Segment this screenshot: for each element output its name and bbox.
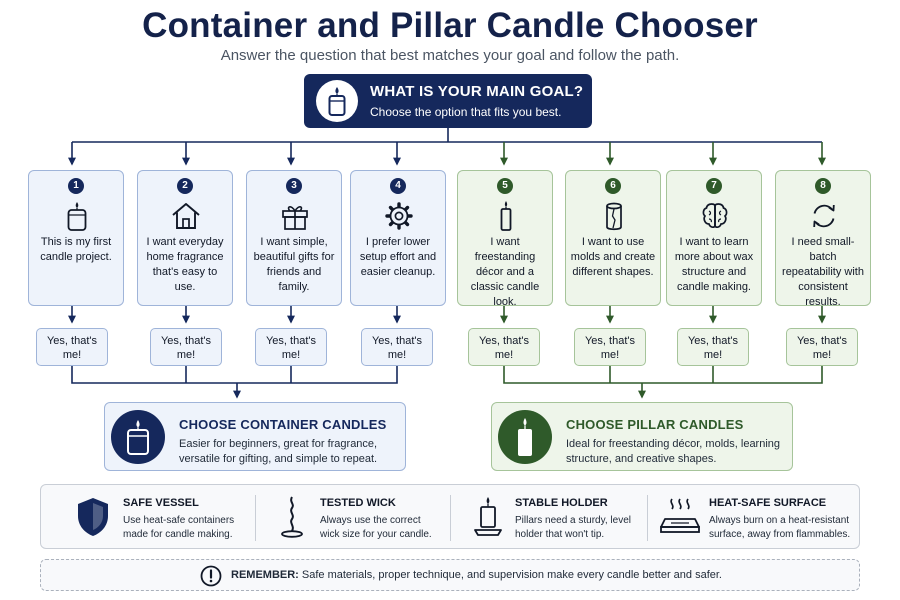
divider [450,495,451,541]
result-container-candles: CHOOSE CONTAINER CANDLES Easier for begi… [104,402,406,471]
option-text: I want to use molds and create different… [570,236,656,278]
reminder-banner: REMEMBER: Safe materials, proper techniq… [40,559,860,591]
safety-title: SAFE VESSEL [123,497,199,509]
brain-icon [702,203,728,229]
shield-icon [78,498,108,536]
option-number: 4 [390,178,406,194]
yes-button-5[interactable]: Yes, that's me! [468,328,540,366]
goal-title: WHAT IS YOUR MAIN GOAL? [370,83,584,100]
divider [255,495,256,541]
mold-icon [606,202,622,231]
option-card-2[interactable]: 2 I want everyday home fragrance that's … [137,170,233,306]
safety-title: HEAT-SAFE SURFACE [709,497,827,509]
option-number: 2 [177,178,193,194]
yes-button-8[interactable]: Yes, that's me! [786,328,858,366]
option-number: 6 [605,178,621,194]
result-description: Ideal for freestanding décor, molds, lea… [566,438,781,465]
option-number: 7 [706,178,722,194]
page-title: Container and Pillar Candle Chooser [142,6,758,45]
reminder-message: Safe materials, proper technique, and su… [301,569,722,581]
option-text: I want everyday home fragrance that's ea… [146,236,224,293]
heat-surface-icon [660,498,700,533]
yes-button-6[interactable]: Yes, that's me! [574,328,646,366]
option-card-7[interactable]: 7 I want to learn more about wax structu… [666,170,762,306]
option-text: I want freestanding décor and a classic … [470,236,540,308]
page-subtitle: Answer the question that best matches yo… [220,47,680,64]
option-number: 3 [286,178,302,194]
pillar-candle-icon [500,201,512,231]
option-number: 8 [815,178,831,194]
gift-icon [282,206,308,230]
option-number: 5 [497,178,513,194]
option-text: I want simple, beautiful gifts for frien… [253,236,335,293]
gear-icon [385,202,413,230]
result-title: CHOOSE PILLAR CANDLES [566,417,744,432]
result-title: CHOOSE CONTAINER CANDLES [179,417,387,432]
divider [647,495,648,541]
yes-button-3[interactable]: Yes, that's me! [255,328,327,366]
yes-button-1[interactable]: Yes, that's me! [36,328,108,366]
result-pillar-candles: CHOOSE PILLAR CANDLES Ideal for freestan… [491,402,793,471]
main-goal-box: WHAT IS YOUR MAIN GOAL? Choose the optio… [304,74,592,128]
wick-icon [281,496,303,538]
candle-holder-icon [474,497,502,536]
option-number: 1 [68,178,84,194]
option-card-4[interactable]: 4 I prefer lower setup effort and easier… [350,170,446,306]
repeat-icon [813,204,835,228]
exclamation-icon [200,565,222,587]
option-text: I need small-batch repeatability with co… [782,236,864,308]
reminder-label: REMEMBER: [231,569,299,581]
option-text: This is my first candle project. [40,236,112,263]
yes-button-2[interactable]: Yes, that's me! [150,328,222,366]
candle-jar-icon [316,80,358,122]
goal-subtitle: Choose the option that fits you best. [370,105,562,119]
option-text: I prefer lower setup effort and easier c… [359,236,437,278]
option-card-6[interactable]: 6 I want to use molds and create differe… [565,170,661,306]
yes-button-4[interactable]: Yes, that's me! [361,328,433,366]
option-card-1[interactable]: 1 This is my first candle project. [28,170,124,306]
house-icon [172,203,200,229]
safety-title: TESTED WICK [320,497,396,509]
candle-jar-icon [67,202,87,231]
safety-title: STABLE HOLDER [515,497,608,509]
pillar-candle-icon [498,410,552,464]
candle-jar-icon [111,410,165,464]
reminder-text: REMEMBER: Safe materials, proper techniq… [231,569,722,581]
option-card-8[interactable]: 8 I need small-batch repeatability with … [775,170,871,308]
option-card-5[interactable]: 5 I want freestanding décor and a classi… [457,170,553,308]
option-card-3[interactable]: 3 I want simple, beautiful gifts for fri… [246,170,342,306]
yes-button-7[interactable]: Yes, that's me! [677,328,749,366]
option-text: I want to learn more about wax structure… [674,236,754,293]
result-description: Easier for beginners, great for fragranc… [179,438,378,465]
